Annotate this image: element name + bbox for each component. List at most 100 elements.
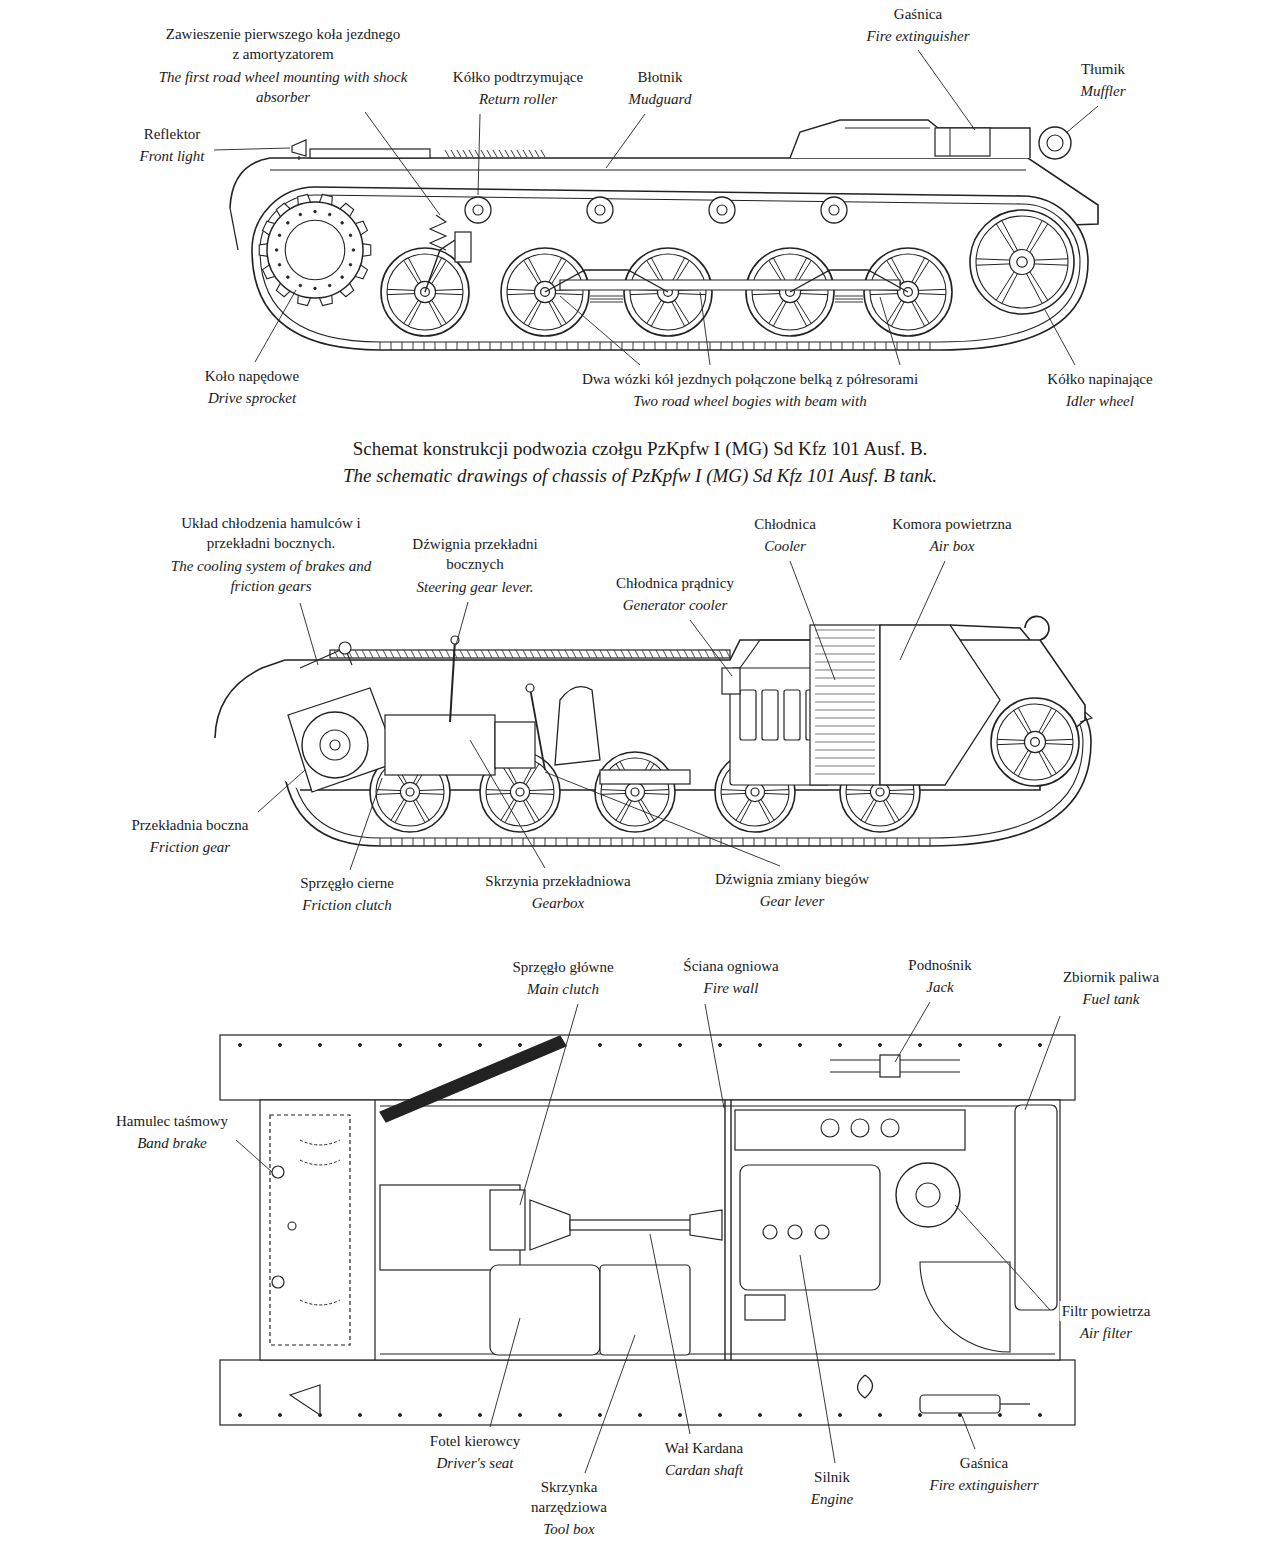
drawing-line [488, 650, 492, 658]
drawing-line [769, 300, 784, 323]
drawing-line [684, 650, 688, 658]
drawing-line [666, 838, 667, 846]
drawing-circle [678, 1043, 681, 1046]
drawing-circle [339, 642, 351, 654]
drawing-line [292, 140, 306, 156]
drawing-circle [758, 1043, 761, 1046]
part-label: Zawieszenie pierwszego koła jezdnego z a… [161, 24, 405, 65]
drawing-line [380, 342, 381, 350]
part-label: Gaśnica [892, 4, 944, 24]
drawing-line [677, 650, 681, 658]
drawing-line [794, 302, 807, 326]
part-label: Drive sprocket [206, 388, 298, 408]
drawing-line [534, 342, 535, 350]
drawing-line [950, 128, 951, 156]
drawing-line [589, 838, 590, 846]
part-label: Dźwignia zmiany biegów [713, 869, 871, 889]
drawing-line [891, 258, 904, 282]
drawing-line [815, 710, 875, 711]
drawing-line [710, 838, 711, 846]
drawing-line [861, 799, 874, 820]
leader-line [255, 290, 296, 362]
leader-line [300, 603, 318, 665]
drawing-line [468, 838, 469, 846]
part-label: Main clutch [525, 979, 601, 999]
drawing-line [260, 195, 1080, 342]
drawing-circle [976, 216, 1068, 308]
leader-line [880, 297, 900, 365]
drawing-line [499, 150, 503, 157]
drawing-line [380, 1036, 566, 1122]
leader-line [690, 620, 732, 676]
leader-line [1066, 106, 1098, 133]
drawing-line [530, 1200, 570, 1250]
drawing-circle [829, 205, 839, 215]
drawing-line [688, 838, 689, 846]
drawing-line [391, 799, 404, 820]
drawing-line [633, 838, 634, 846]
leader-line [585, 1335, 635, 1473]
drawing-line [600, 838, 601, 846]
part-label: Gearbox [530, 893, 587, 913]
drawing-rect [740, 1165, 880, 1290]
drawing-circle [473, 205, 483, 215]
drawing-line [567, 838, 568, 846]
drawing-circle [718, 1043, 721, 1046]
drawing-circle [587, 197, 613, 223]
part-label: Tool box [541, 1519, 597, 1539]
drawing-line [976, 259, 1010, 260]
cutaway-view [215, 616, 1092, 846]
drawing-circle [601, 758, 669, 826]
drawing-line [439, 650, 443, 658]
drawing-rect [1015, 1105, 1057, 1310]
leader-line [1045, 310, 1075, 365]
drawing-line [435, 289, 462, 290]
part-label: Generator cooler [621, 595, 730, 615]
drawing-line [387, 289, 414, 290]
drawing-circle [758, 1413, 761, 1416]
part-label: Błotnik [635, 67, 684, 87]
drawing-line [815, 774, 875, 775]
drawing-circle [510, 782, 529, 801]
drawing-line [743, 838, 744, 846]
drawing-line [578, 838, 579, 846]
part-label: Gaśnica [958, 1453, 1010, 1473]
drawing-circle [558, 1413, 561, 1416]
drawing-line [870, 294, 897, 295]
part-label: Air filter [1078, 1323, 1134, 1343]
drawing-circle [352, 249, 355, 252]
drawing-rect [220, 1035, 1075, 1100]
drawing-line [511, 150, 515, 157]
drawing-line [815, 638, 875, 639]
part-label: Sprzęgło cierne [298, 873, 396, 893]
drawing-line [509, 650, 513, 658]
drawing-line [545, 838, 546, 846]
drawing-circle [238, 1043, 241, 1046]
drawing-line [698, 650, 702, 658]
drawing-circle [302, 712, 368, 778]
drawing-line [541, 150, 545, 157]
drawing-line [815, 742, 875, 743]
drawing-line [512, 342, 513, 350]
part-label: Komora powietrzna [890, 514, 1014, 534]
drawing-line [688, 342, 689, 350]
leader-line [470, 740, 545, 868]
drawing-line [930, 838, 931, 846]
drawing-line [418, 650, 422, 658]
part-label: Sprzęgło główne [510, 957, 615, 977]
drawing-line [528, 258, 541, 282]
drawing-circle [1031, 738, 1040, 747]
drawing-circle [916, 1183, 940, 1207]
drawing-line [270, 169, 1026, 170]
part-label: Friction gear [148, 837, 232, 857]
drawing-line [523, 342, 524, 350]
drawing-line [997, 739, 1024, 740]
drawing-line [523, 838, 524, 846]
drawing-circle [598, 1043, 601, 1046]
drawing-line [376, 793, 400, 795]
drawing-circle [349, 234, 352, 237]
drawing-line [435, 294, 462, 295]
drawing-line [754, 342, 755, 350]
drawing-rect [735, 1110, 965, 1150]
drawing-line [864, 342, 865, 350]
